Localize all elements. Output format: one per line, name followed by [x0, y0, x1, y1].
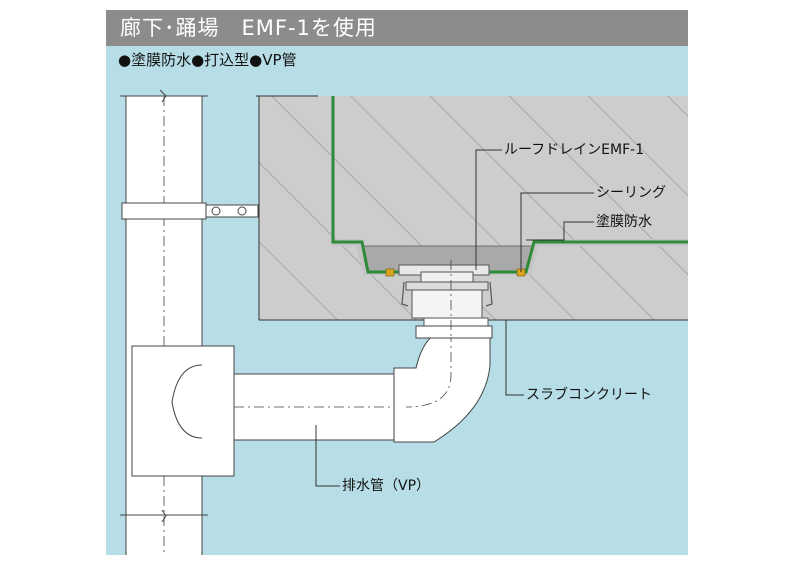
diagram-subtitle: ●塗膜防水●打込型●VP管: [118, 51, 297, 69]
drain-section-drawing: [120, 89, 688, 555]
label-sealing: シーリング: [596, 185, 666, 201]
horizontal-drain-pipe: [233, 373, 406, 441]
leader-lines: [315, 149, 594, 487]
waterproof-membrane-line: [331, 96, 688, 274]
label-roof-drain: ルーフドレインEMF-1: [504, 142, 645, 158]
diagram-frame: 廊下･踊場 EMF-1を使用 ●塗膜防水●打込型●VP管: [106, 10, 688, 555]
tee-fitting: [131, 345, 235, 477]
label-waterproof-membrane: 塗膜防水: [596, 214, 652, 230]
diagram-title: 廊下･踊場 EMF-1を使用: [120, 16, 377, 40]
vertical-drain-pipe: [120, 89, 208, 555]
elbow-fitting: [393, 325, 493, 443]
label-drain-pipe: 排水管（VP）: [342, 478, 431, 494]
sealant-left: [385, 268, 395, 277]
header-bar: 廊下･踊場 EMF-1を使用: [106, 10, 688, 46]
label-slab-concrete: スラブコンクリート: [526, 387, 652, 403]
pipe-clamp: [121, 202, 259, 220]
